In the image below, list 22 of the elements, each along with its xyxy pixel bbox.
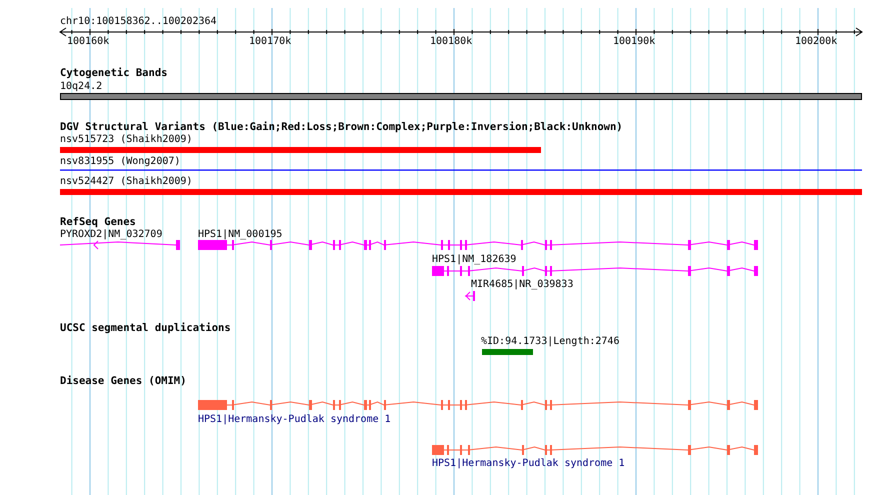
track-title: Disease Genes (OMIM): [60, 376, 186, 387]
tick-label: 100160k: [67, 36, 110, 47]
track-title: Cytogenetic Bands: [60, 68, 168, 79]
feature-label: HPS1|Hermansky-Pudlak syndrome 1: [432, 458, 625, 469]
feature-label: HPS1|Hermansky-Pudlak syndrome 1: [198, 414, 391, 425]
tick-label: 100180k: [430, 36, 472, 47]
track-title: DGV Structural Variants (Blue:Gain;Red:Loss;Brown:Complex;Purple:Inversion;Black:Unknown): [60, 122, 623, 133]
feature-label: nsv515723 (Shaikh2009): [60, 134, 192, 145]
tick-label: 100200k: [795, 36, 838, 47]
feature-label: %ID:94.1733|Length:2746: [481, 336, 620, 347]
feature-label: nsv524427 (Shaikh2009): [60, 176, 192, 187]
coordinate-label: chr10:100158362..100202364: [60, 16, 217, 27]
band-label: 10q24.2: [60, 81, 102, 92]
feature-label: PYROXD2|NM_032709: [60, 229, 162, 240]
feature-label: HPS1|NM_182639: [432, 254, 516, 265]
tick-label: 100190k: [613, 36, 656, 47]
tick-label: 100170k: [249, 36, 292, 47]
track-title: UCSC segmental duplications: [60, 323, 231, 334]
feature-label: HPS1|NM_000195: [198, 229, 282, 240]
feature-label: MIR4685|NR_039833: [471, 279, 574, 290]
feature-label: nsv831955 (Wong2007): [60, 156, 180, 167]
track-title: RefSeq Genes: [60, 217, 136, 228]
